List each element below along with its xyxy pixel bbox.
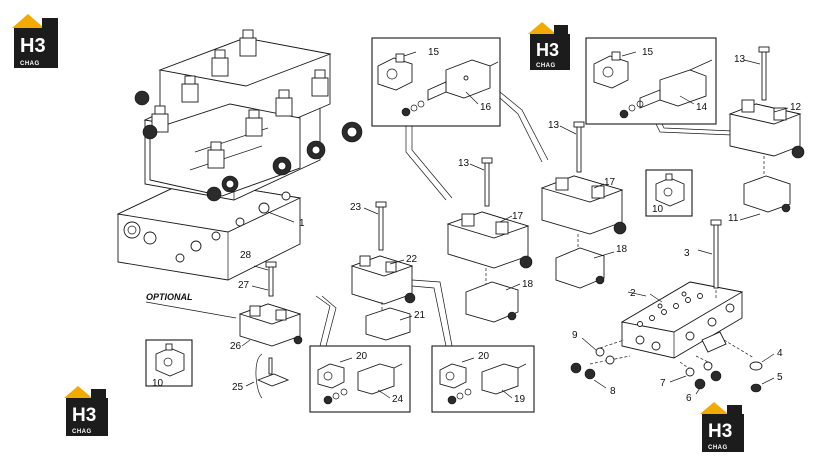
logo-letters: H3: [20, 35, 46, 57]
valve-group-right: [728, 46, 805, 221]
part-25-plate: [245, 353, 290, 399]
valve-16: [401, 59, 499, 117]
callout-17-center: 17: [512, 211, 524, 222]
logo-sub: CHAG: [536, 63, 556, 69]
coil: [245, 109, 263, 137]
coil-10-box-right: [645, 169, 693, 217]
callout-26: 26: [230, 341, 242, 352]
callout-20-right: 20: [478, 351, 490, 362]
coil: [181, 75, 199, 103]
main-valve-assembly: [116, 29, 363, 281]
logo-letters: H3: [536, 40, 559, 60]
coil: [239, 29, 257, 57]
callout-box-20-19: [431, 345, 535, 413]
logo-letters: H3: [708, 421, 732, 442]
callout-21: 21: [414, 310, 426, 321]
callout-11: 11: [728, 213, 739, 224]
callout-2: 2: [630, 288, 636, 299]
manifold-part-2: [570, 219, 775, 395]
callout-18-center: 18: [522, 279, 534, 290]
callout-12: 12: [790, 102, 802, 113]
callout-28: 28: [240, 250, 252, 261]
coil: [207, 141, 225, 169]
callout-box-15-14: [585, 37, 717, 125]
callout-13-right: 13: [734, 54, 746, 65]
callout-box-20-24: [309, 345, 411, 413]
callout-15-left-box: 15: [428, 47, 440, 58]
callout-9: 9: [572, 330, 578, 341]
coil-15b: [593, 51, 629, 89]
coil: [151, 105, 169, 133]
logo-sub: CHAG: [20, 61, 40, 67]
coil: [311, 69, 329, 97]
callout-13-center-right: 13: [548, 120, 560, 131]
logo-top-center: H3 CHAG: [528, 22, 570, 70]
callout-20-left: 20: [356, 351, 368, 362]
valve-group-17-18-center: [446, 157, 533, 323]
callout-4: 4: [777, 348, 783, 359]
callout-3: 3: [684, 248, 690, 259]
valve-group-17-18-right: [540, 121, 627, 289]
callout-5: 5: [777, 372, 783, 383]
callout-19: 19: [514, 394, 526, 405]
valve-14: [619, 59, 713, 119]
logo-letters: H3: [72, 405, 96, 426]
coil-15: [377, 53, 413, 91]
logo-bottom-right: H3 CHAG: [700, 402, 744, 452]
callout-6: 6: [686, 393, 692, 404]
callout-22: 22: [406, 254, 418, 265]
callout-27: 27: [238, 280, 250, 291]
callout-15-right-box: 15: [642, 47, 654, 58]
coil: [275, 89, 293, 117]
logo-bottom-left: H3 CHAG: [64, 386, 108, 436]
optional-label: OPTIONAL: [146, 292, 193, 302]
callout-23: 23: [350, 202, 362, 213]
logo-sub: CHAG: [708, 445, 728, 451]
callout-14: 14: [696, 102, 708, 113]
callout-13-center: 13: [458, 158, 470, 169]
coil: [211, 49, 229, 77]
callout-10-right: 10: [652, 204, 664, 215]
callout-25: 25: [232, 382, 244, 393]
coil-10-box-left: [145, 339, 193, 387]
valve-group-21-22: [350, 201, 416, 341]
logo-top-left: H3 CHAG: [12, 14, 58, 68]
callout-24: 24: [392, 394, 404, 405]
callout-10-left: 10: [152, 378, 164, 389]
valve-group-26-optional: [145, 261, 303, 347]
callout-17-right: 17: [604, 177, 616, 188]
callout-1: 1: [299, 218, 305, 229]
logo-sub: CHAG: [72, 429, 92, 435]
callout-7: 7: [660, 378, 666, 389]
callout-box-15-16: [371, 37, 501, 127]
callout-16: 16: [480, 102, 492, 113]
callout-8: 8: [610, 386, 616, 397]
callout-18-right: 18: [616, 244, 628, 255]
